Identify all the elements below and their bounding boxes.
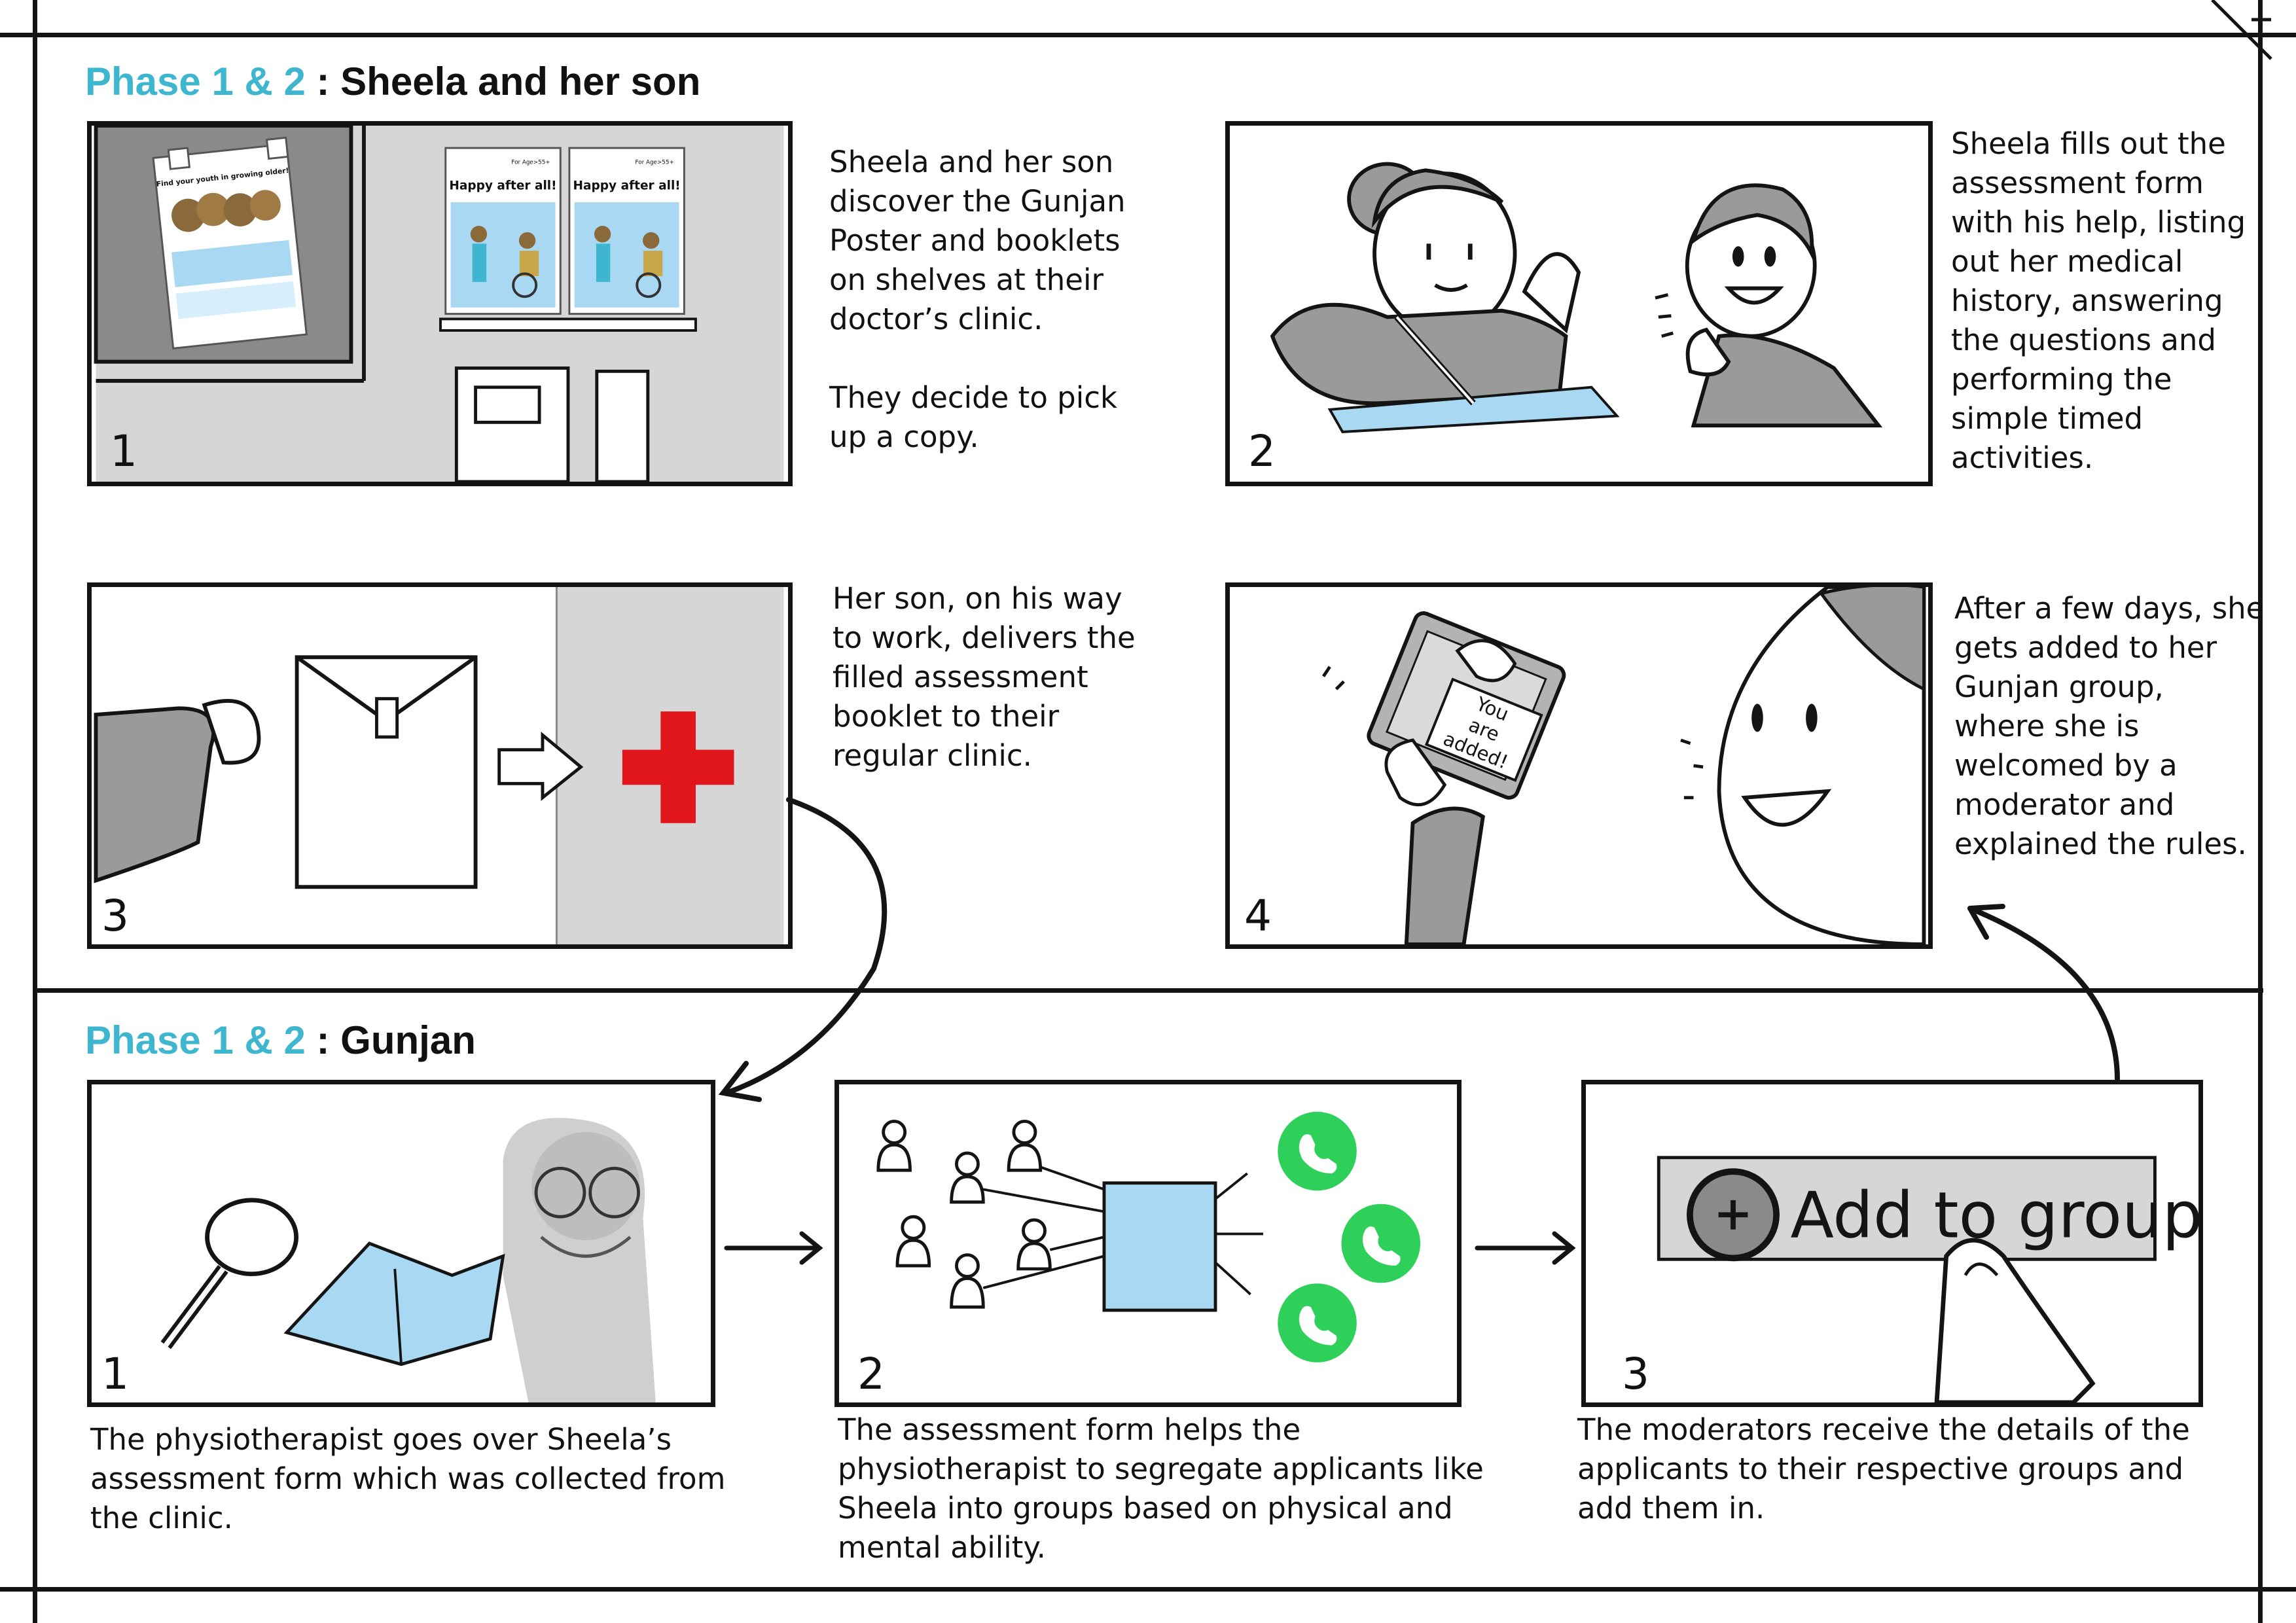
segregation-illustration bbox=[876, 1111, 1421, 1363]
panel-2-filling-form: 2 bbox=[1225, 121, 1933, 486]
panel-3-delivery: 3 bbox=[87, 582, 793, 949]
caption-1-4: After a few days, she gets added to her … bbox=[1954, 591, 2265, 861]
section-1-heading: Phase 1 & 2 : Sheela and her son bbox=[85, 62, 700, 101]
arrow-segregation-to-add bbox=[1475, 1231, 1576, 1265]
svg-text:Happy after all!: Happy after all! bbox=[573, 179, 681, 192]
whatsapp-icon bbox=[1341, 1204, 1421, 1283]
svg-text:For Age>55+: For Age>55+ bbox=[511, 159, 550, 166]
panel-number: 2 bbox=[1248, 426, 1276, 476]
panel-4-added-to-group: You are added! 4 bbox=[1225, 582, 1933, 949]
add-to-group-label: Add to group bbox=[1790, 1178, 2198, 1252]
panel-number: 2 bbox=[857, 1349, 885, 1399]
gunjan-poster: Find your youth in growing older! bbox=[152, 136, 308, 349]
panel-number: 3 bbox=[1622, 1349, 1649, 1399]
caption-1-1: Sheela and her son discover the Gunjan P… bbox=[829, 145, 1126, 454]
panel-number: 4 bbox=[1244, 891, 1272, 941]
caption-2-2: The assessment form helps the physiother… bbox=[838, 1412, 1484, 1565]
section-divider bbox=[33, 988, 2263, 993]
physio-review-illustration bbox=[160, 1118, 656, 1402]
whatsapp-icon bbox=[1278, 1283, 1357, 1363]
frame-top-rule bbox=[0, 33, 2296, 37]
arrow-physio-to-segregation bbox=[724, 1231, 823, 1265]
booklet-right: For Age>55+ Happy after all! bbox=[568, 147, 685, 315]
caption-2-3: The moderators receive the details of th… bbox=[1577, 1412, 2190, 1525]
panel-number: 3 bbox=[101, 891, 129, 941]
add-to-group-illustration: Add to group bbox=[1657, 1156, 2198, 1402]
section-1-heading-accent: Phase 1 & 2 bbox=[85, 60, 306, 103]
section-2-heading: Phase 1 & 2 : Gunjan bbox=[85, 1021, 476, 1060]
svg-text:Happy after all!: Happy after all! bbox=[449, 179, 556, 192]
booklet-left: For Age>55+ Happy after all! bbox=[444, 147, 562, 315]
plus-circle-icon bbox=[1687, 1168, 1780, 1262]
caption-1-2: Sheela fills out the assessment form wit… bbox=[1951, 126, 2246, 475]
arrow-add-to-welcome bbox=[1967, 904, 2120, 1082]
panel-7-add-to-group: Add to group 3 bbox=[1581, 1080, 2203, 1407]
filling-form-illustration bbox=[1270, 162, 1883, 433]
caption-1-3: Her son, on his way to work, delivers th… bbox=[833, 581, 1136, 773]
panel-6-segregation: 2 bbox=[834, 1080, 1462, 1407]
panel-number: 1 bbox=[110, 426, 137, 476]
frame-left-rule bbox=[33, 0, 37, 1623]
panel-1-clinic-shelf: Find your youth in growing older! For Ag… bbox=[87, 121, 793, 486]
clinic-shelf-illustration: Find your youth in growing older! For Ag… bbox=[94, 126, 784, 482]
section-2-heading-title: : Gunjan bbox=[305, 1018, 476, 1062]
added-to-group-illustration: You are added! bbox=[1321, 587, 1926, 944]
section-2-heading-accent: Phase 1 & 2 bbox=[85, 1018, 306, 1062]
delivery-illustration bbox=[94, 587, 784, 944]
panel-5-physio-review: 1 bbox=[87, 1080, 715, 1407]
frame-right-rule bbox=[2258, 0, 2263, 1623]
frame-bottom-rule bbox=[0, 1587, 2296, 1592]
panel-number: 1 bbox=[101, 1349, 129, 1399]
section-1-heading-title: : Sheela and her son bbox=[305, 60, 701, 103]
caption-2-1: The physiotherapist goes over Sheela’s a… bbox=[90, 1422, 726, 1535]
whatsapp-icon bbox=[1278, 1111, 1357, 1191]
svg-text:For Age>55+: For Age>55+ bbox=[636, 159, 674, 166]
